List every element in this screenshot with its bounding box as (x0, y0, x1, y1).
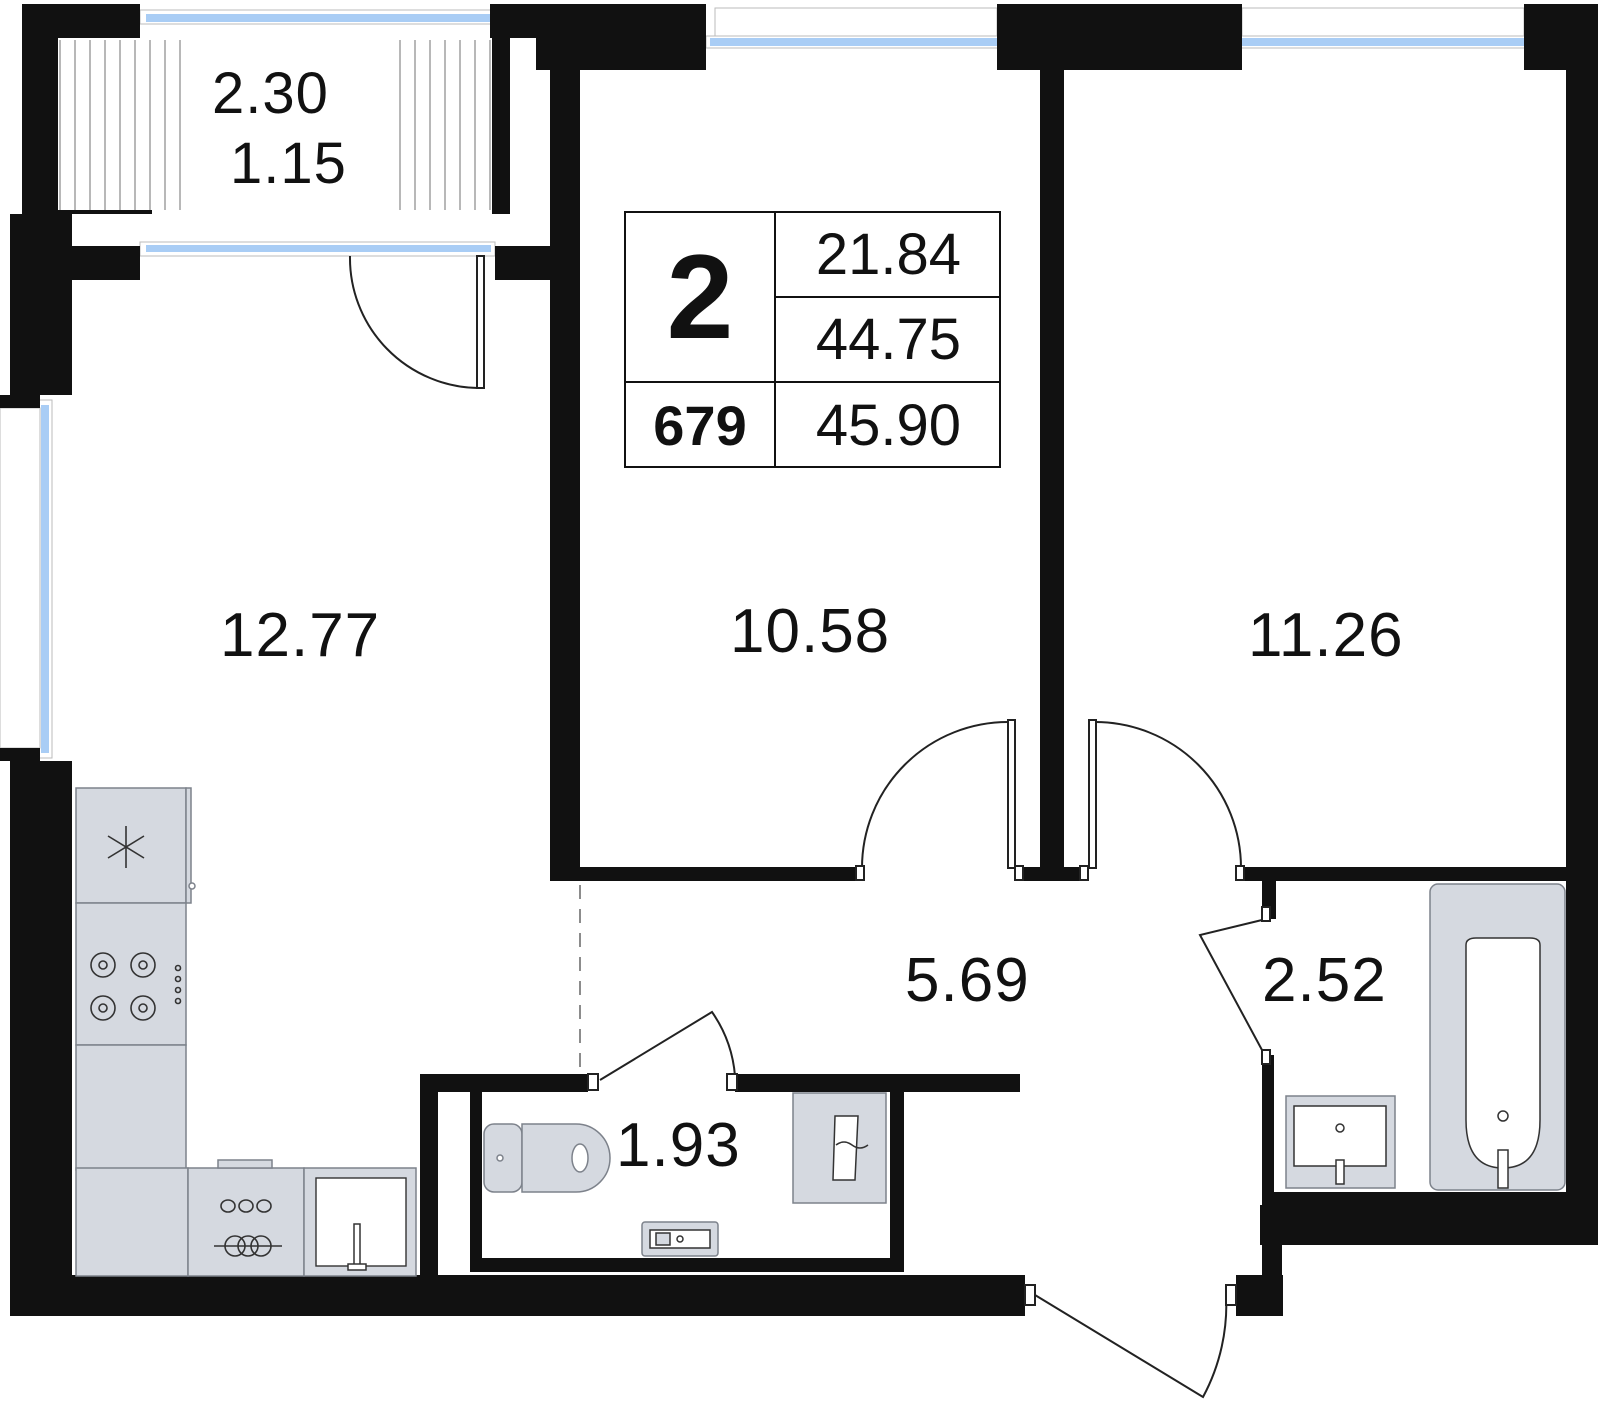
walls (0, 4, 1598, 1316)
bathtub-icon (1429, 883, 1566, 1191)
fridge (75, 787, 187, 904)
apartment-info-badge: 2 679 21.84 44.75 45.90 (624, 211, 1001, 468)
dishwasher-icon (214, 1199, 282, 1257)
balcony-area: 2.30 (212, 61, 329, 126)
stove-icon (90, 952, 182, 1021)
room-count: 2 (626, 213, 776, 383)
total-area-with-balcony: 45.90 (815, 393, 962, 458)
living-area: 21.84 (776, 213, 1001, 298)
wc-fixtures (483, 1092, 887, 1257)
apartment-number: 679 (626, 383, 776, 468)
toilet-area: 1.93 (616, 1111, 741, 1180)
bathroom-sink-icon (1285, 1095, 1396, 1189)
bedroom-2-area: 11.26 (1248, 601, 1404, 670)
bathroom-area: 2.52 (1262, 946, 1387, 1015)
total-area: 44.75 (776, 298, 1001, 383)
bedroom-1-area: 10.58 (730, 597, 891, 666)
door-swing-icon (348, 255, 1271, 1399)
snowflake-icon (107, 826, 145, 868)
kitchen-living-area: 12.77 (220, 601, 381, 670)
balcony-slats (59, 40, 491, 210)
toilet-icon (483, 1123, 611, 1193)
washing-machine-icon (792, 1092, 887, 1204)
hand-sink-icon (641, 1221, 719, 1257)
bathroom-fixtures (1285, 883, 1566, 1191)
balcony-reduced-area: 1.15 (230, 131, 347, 196)
kitchen-fixtures (75, 787, 417, 1277)
hallway-area: 5.69 (905, 946, 1030, 1015)
sink-icon (315, 1177, 407, 1271)
windows (0, 7, 1533, 759)
